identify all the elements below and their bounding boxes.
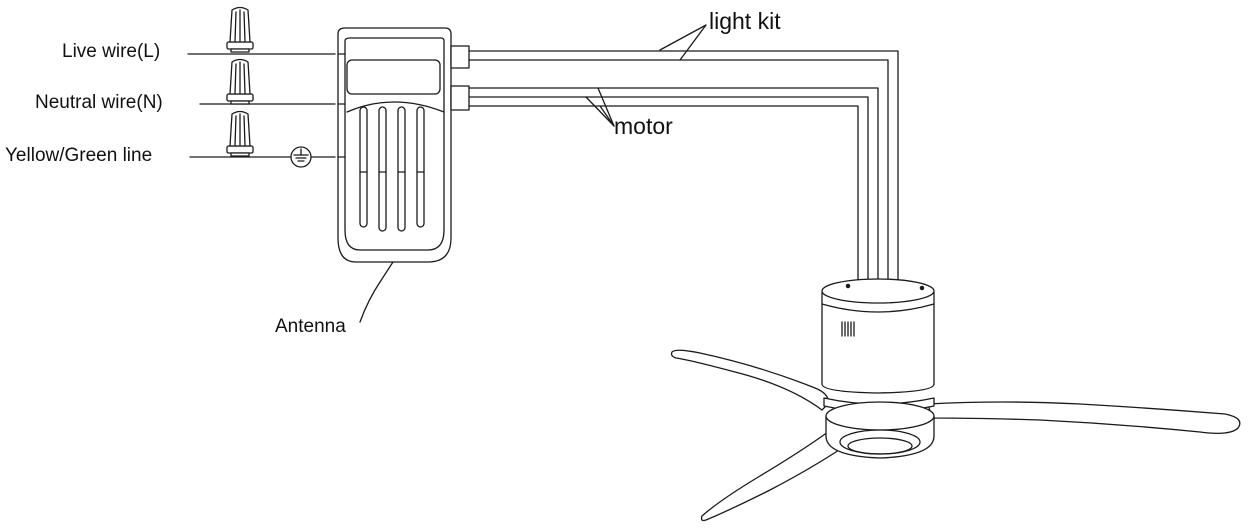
input-wires — [187, 53, 336, 158]
receiver-body — [337, 27, 452, 263]
light-kit-wires — [468, 50, 899, 281]
vent-grille — [841, 321, 855, 337]
ground-wire-label: Yellow/Green line — [5, 145, 153, 166]
leader-lines — [359, 24, 707, 323]
wire-nut-icon — [226, 6, 254, 53]
light-kit-label: light kit — [709, 8, 781, 34]
wire-nut-icon — [226, 110, 254, 157]
live-wire-label: Live wire(L) — [62, 41, 161, 62]
ceiling-fan — [670, 278, 1241, 522]
antenna-label: Antenna — [275, 316, 346, 337]
motor-label: motor — [614, 113, 673, 139]
ground-symbol-icon — [290, 146, 312, 168]
wire-nut-icon — [226, 58, 254, 105]
motor-wires — [468, 87, 879, 281]
neutral-wire-label: Neutral wire(N) — [35, 92, 163, 113]
output-connectors — [450, 45, 470, 111]
